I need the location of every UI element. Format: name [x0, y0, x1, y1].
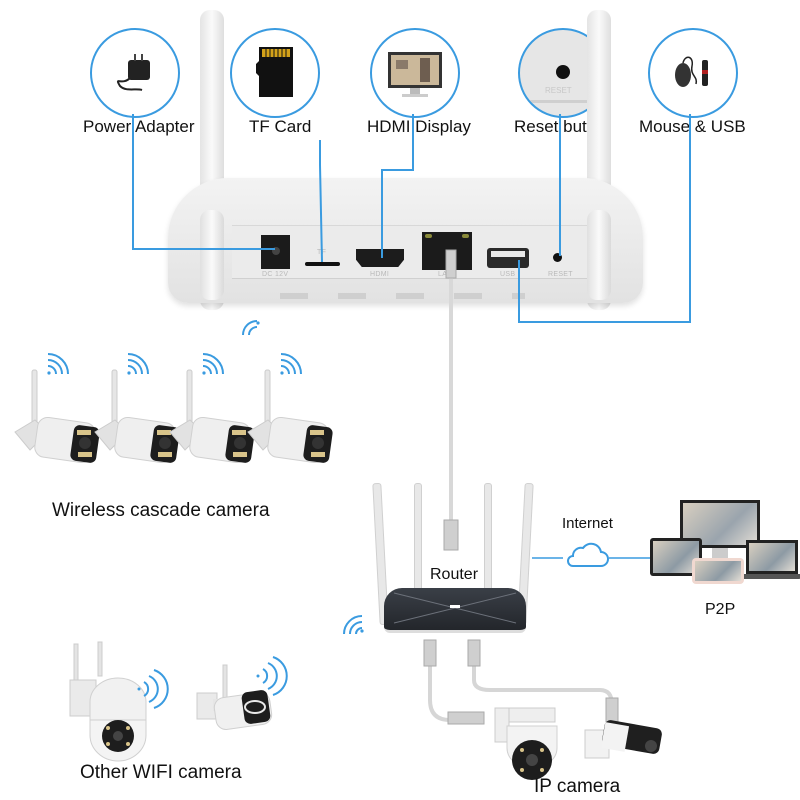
other-wifi-camera-label: Other WIFI camera — [80, 762, 242, 783]
tf-card-slot — [305, 262, 340, 266]
monitor-icon — [388, 52, 442, 97]
ip-ptz-camera — [494, 707, 558, 780]
port-label-hdmi: HDMI — [370, 271, 390, 278]
cloud-icon — [567, 542, 609, 567]
p2p-label: P2P — [705, 601, 736, 618]
ip-camera-label: IP camera — [534, 776, 621, 797]
reset-inner-label: RESET — [545, 86, 572, 95]
wireless-camera-4 — [247, 353, 333, 464]
power-connector-line — [132, 114, 275, 250]
wireless-camera-3 — [169, 353, 255, 464]
lan-led-left — [425, 234, 432, 238]
port-label-dc: DC 12V — [262, 271, 289, 278]
power-adapter-label: Power Adapter — [83, 117, 195, 136]
tf-card-icon — [256, 47, 293, 97]
mouse-usb-label: Mouse & USB — [639, 117, 746, 136]
mouse-usb-icon — [675, 56, 708, 87]
tf-connector-line — [319, 140, 323, 263]
nvr-antenna-right-lower — [587, 210, 611, 300]
dc-power-port-pin — [272, 247, 280, 255]
reset-hole — [553, 253, 562, 262]
power-adapter-icon — [116, 54, 150, 91]
mouse-usb-circle — [648, 28, 738, 118]
nvr-port-panel — [232, 225, 592, 279]
hdmi-display-circle — [370, 28, 460, 118]
lan-led-right — [462, 234, 469, 238]
router-body — [384, 588, 526, 633]
usb-port-tongue — [491, 251, 525, 257]
wifi-signal-icon — [242, 320, 260, 336]
router-x-stripe — [393, 592, 517, 624]
reset-button-icon — [520, 65, 606, 103]
port-label-usb: USB — [500, 271, 516, 278]
hdmi-connector-line — [381, 114, 414, 258]
wireless-camera-group — [0, 340, 345, 500]
ip-bullet-camera — [584, 720, 662, 759]
internet-label: Internet — [562, 515, 613, 532]
router-label: Router — [430, 566, 479, 583]
wireless-cascade-camera-label: Wireless cascade camera — [52, 500, 270, 521]
wireless-camera-1 — [14, 353, 100, 464]
smartphone — [692, 558, 744, 584]
tf-card-label: TF Card — [249, 117, 312, 136]
p2p-devices — [650, 500, 800, 590]
router-wifi-icon — [343, 615, 364, 635]
laptop — [746, 540, 798, 574]
desktop-stand — [712, 548, 728, 558]
hdmi-port — [356, 249, 404, 267]
port-label-reset: RESET — [548, 271, 573, 278]
power-adapter-circle — [90, 28, 180, 118]
usb-connector-line — [518, 114, 691, 323]
ptz-wifi-camera — [69, 641, 169, 762]
bullet-wifi-camera — [196, 656, 288, 730]
hdmi-display-label: HDMI Display — [367, 117, 471, 136]
reset-button-label: Reset button — [514, 117, 611, 136]
tf-card-circle — [230, 28, 320, 118]
tablet — [650, 538, 702, 576]
laptop-base — [740, 574, 800, 579]
nvr-antenna-left-lower — [200, 210, 224, 300]
port-label-lan: LAN — [438, 271, 453, 278]
nvr-vents — [280, 293, 525, 299]
